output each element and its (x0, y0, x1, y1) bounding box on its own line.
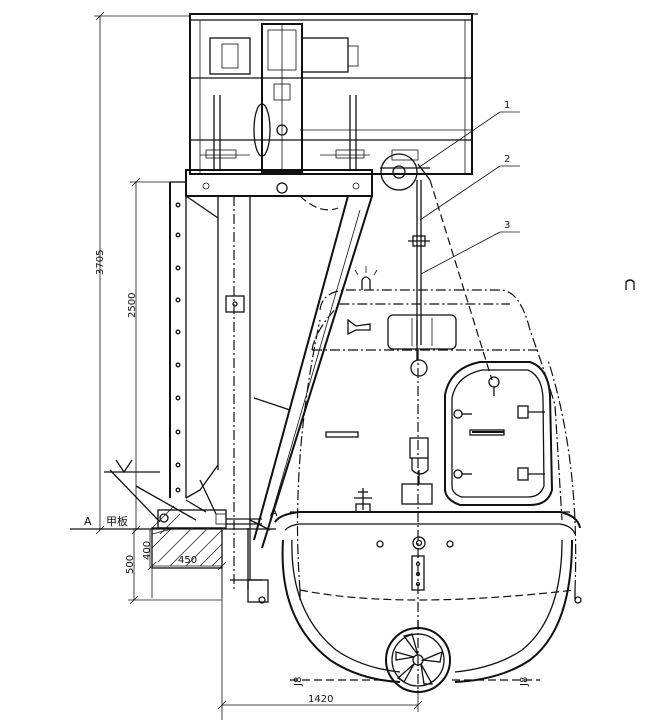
section-label-right: A (270, 506, 278, 519)
motor-right (301, 37, 349, 73)
dim-overall-height: 3705 (95, 250, 106, 275)
lifeboat: J8 J8 (258, 266, 635, 693)
dim-davit-height: 2500 (127, 293, 138, 318)
gunwale (274, 511, 581, 529)
bollard (354, 488, 372, 513)
side-door (444, 361, 554, 506)
dim-lower-height: 500 (125, 555, 136, 574)
release-hook (401, 437, 433, 505)
dim-bottom-width: 1420 (308, 694, 333, 705)
canopy-window (387, 314, 457, 350)
hull-right (454, 539, 573, 683)
hull-left (281, 539, 401, 683)
callout-2: 2 (504, 154, 510, 165)
motor-left (209, 37, 251, 75)
sheave-block (380, 149, 431, 191)
canopy-outline (319, 289, 563, 521)
section-line: A A 甲板 (70, 506, 278, 530)
rudder-mark-left: J8 (293, 677, 304, 687)
rudder-mark-right: J8 (519, 677, 530, 687)
winch-housing (185, 13, 478, 211)
deck-label: 甲板 (106, 514, 128, 528)
dim-base-width: 450 (178, 555, 197, 566)
mast-light (354, 266, 378, 290)
callout-leaders: 1 2 3 (417, 100, 520, 275)
falls (408, 179, 493, 381)
callout-3: 3 (504, 220, 510, 231)
dim-base-height: 400 (142, 541, 153, 560)
section-label-left: A (84, 515, 92, 528)
winch-drum (253, 103, 271, 157)
callout-1: 1 (504, 100, 510, 111)
level-mark (115, 459, 133, 474)
deck-foundation (104, 459, 269, 720)
dimension-lines: 3705 2500 500 400 450 1420 (94, 11, 423, 712)
post-rivets (175, 202, 181, 493)
